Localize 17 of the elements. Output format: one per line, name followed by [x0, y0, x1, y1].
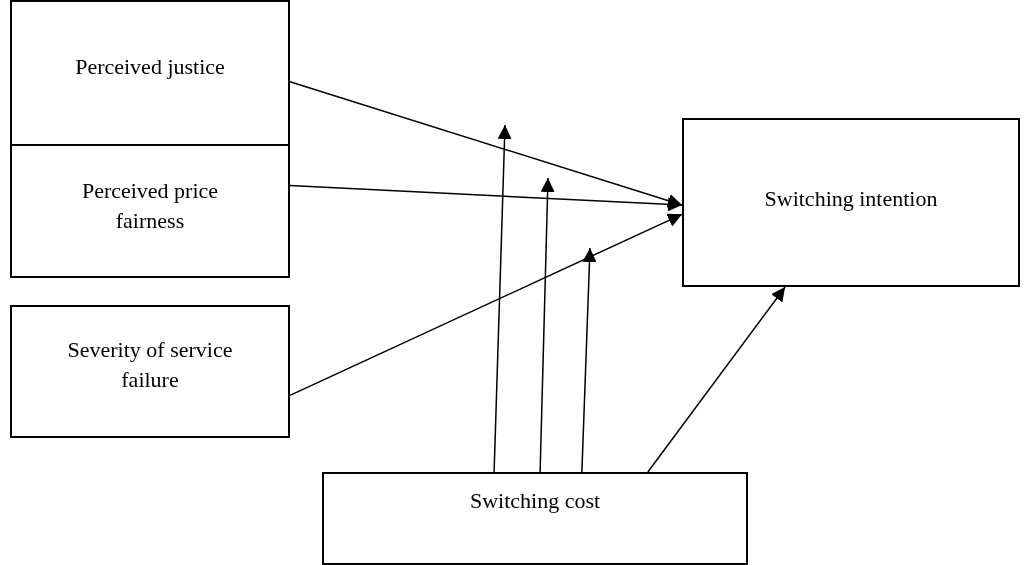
concept-label: Switching cost	[468, 487, 602, 515]
concept-label: Switching intention	[763, 185, 939, 213]
concept-label: Severity of service failure	[66, 336, 234, 394]
concept-box	[10, 144, 290, 278]
concept-label: Perceived justice	[74, 53, 226, 81]
concept-box	[10, 305, 290, 438]
arrow	[289, 184, 683, 212]
arrow	[581, 247, 597, 473]
concept-box	[10, 0, 290, 146]
arrow	[647, 286, 786, 473]
concept-box	[682, 118, 1020, 287]
arrow	[493, 124, 512, 473]
arrow	[539, 177, 555, 473]
arrow	[289, 81, 683, 208]
concept-label: Perceived price fairness	[80, 177, 220, 235]
arrow	[289, 213, 683, 397]
concept-box	[322, 472, 748, 565]
